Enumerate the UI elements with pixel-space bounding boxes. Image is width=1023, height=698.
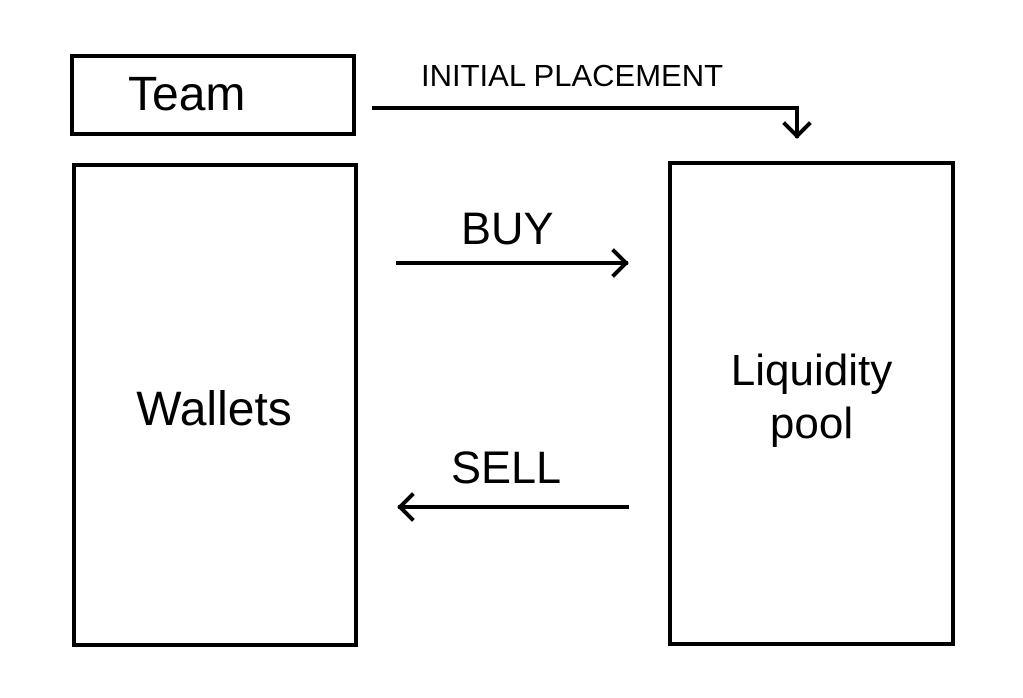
wallets-label: Wallets xyxy=(136,382,292,436)
initial-placement-label: INITIAL PLACEMENT xyxy=(421,58,724,93)
initial-placement-arrow xyxy=(372,106,799,138)
buy-label: BUY xyxy=(461,203,554,254)
sell-label: SELL xyxy=(451,442,562,493)
buy-arrowhead xyxy=(611,248,629,278)
liquidity-pool-label: Liquidity pool xyxy=(730,345,893,448)
wallets-node: Wallets xyxy=(72,163,358,647)
sell-arrowhead xyxy=(397,492,415,522)
initial-placement-arrowhead xyxy=(782,121,812,139)
liquidity-pool-node: Liquidity pool xyxy=(668,161,955,646)
team-node: Team xyxy=(70,54,356,136)
team-label: Team xyxy=(128,68,246,121)
